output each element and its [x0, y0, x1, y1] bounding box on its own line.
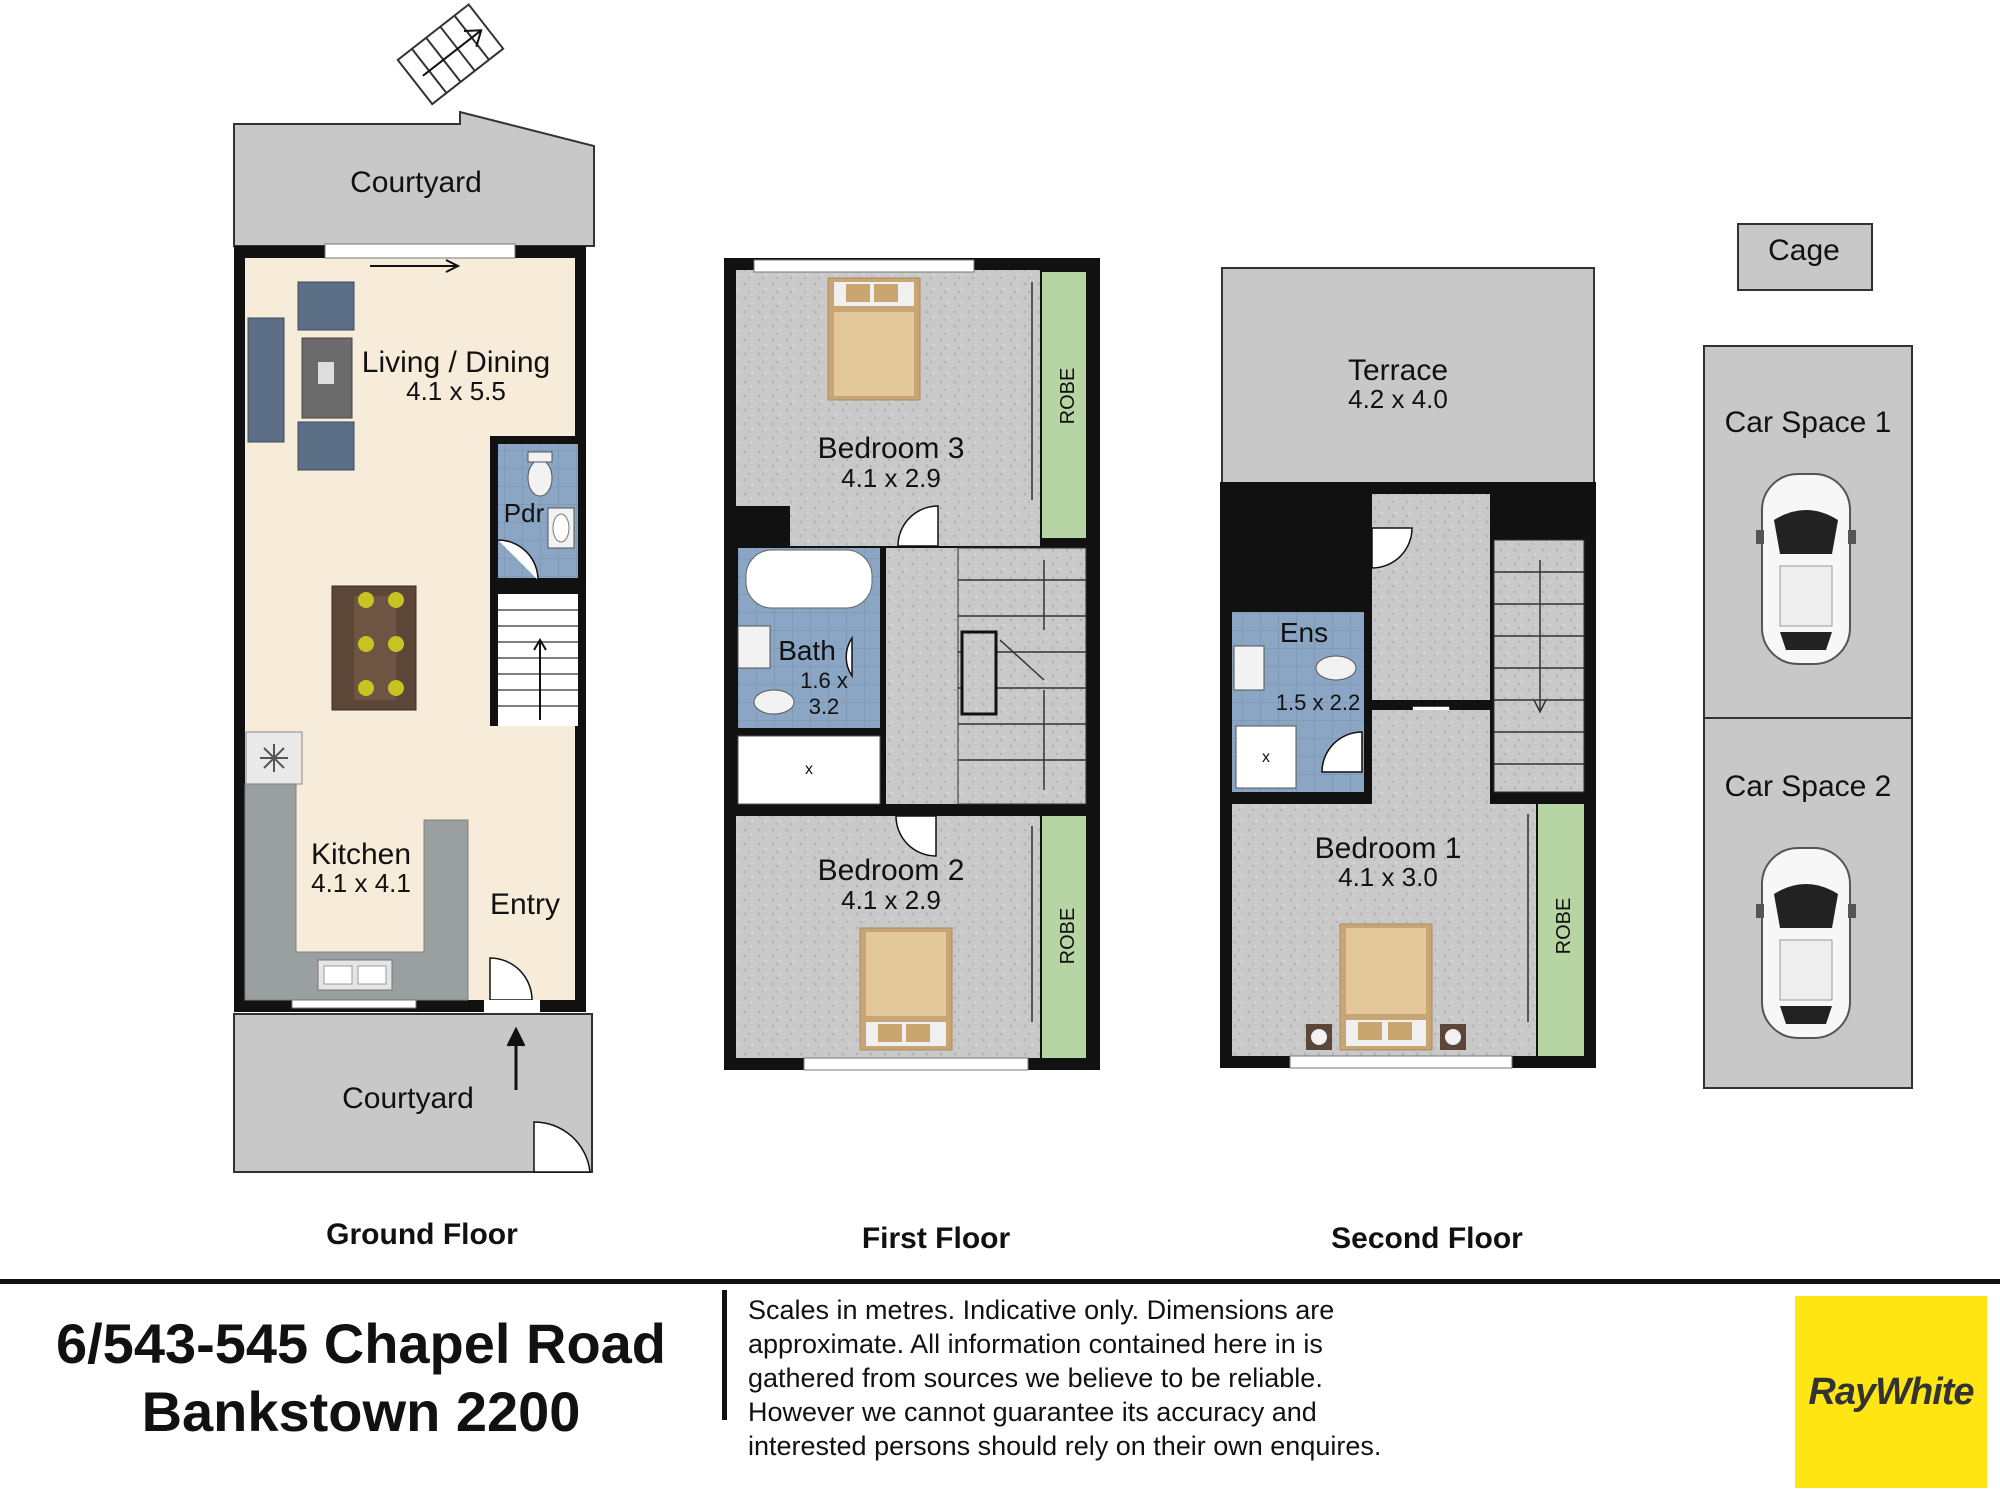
courtyard-bottom-label: Courtyard [342, 1082, 474, 1115]
kitchen-dims: 4.1 x 4.1 [311, 868, 411, 898]
bath-dims-2: 3.2 [809, 694, 840, 719]
robe-second-label: ROBE [1553, 898, 1575, 955]
bathtub-icon [745, 549, 873, 609]
armchair-icon [297, 421, 355, 471]
property-address: 6/543-545 Chapel Road Bankstown 2200 [0, 1310, 722, 1446]
bedroom-2-window [803, 1057, 1029, 1071]
entry-door [489, 957, 533, 1001]
car-icon [1756, 847, 1856, 1039]
bedroom-3-door [897, 505, 939, 547]
ens-shower-mark: x [1262, 749, 1270, 766]
footer-separator [722, 1290, 727, 1420]
bedroom-1-dims: 4.1 x 3.0 [1338, 862, 1438, 892]
bath-shower-mark: x [805, 761, 813, 778]
address-line-1: 6/543-545 Chapel Road [55, 1312, 667, 1375]
disclaimer-text: Scales in metres. Indicative only. Dimen… [748, 1295, 1382, 1461]
car-space-2-label: Car Space 2 [1725, 770, 1892, 803]
cage-box [1737, 223, 1873, 291]
parking: Cage Car Space 1 Car Space 2 [1703, 223, 1913, 1089]
ground-floor-title: Ground Floor [326, 1218, 518, 1251]
shower-area [737, 735, 881, 805]
address-line-2: Bankstown 2200 [141, 1380, 581, 1443]
terrace-dims: 4.2 x 4.0 [1348, 384, 1448, 414]
bedroom-1-window [1289, 1055, 1513, 1069]
bath-dims-1: 1.6 x [800, 668, 848, 693]
first-floor: x Bedroom 3 4.1 x 2.9 ROBE Bath 1.6 x 3.… [724, 258, 1100, 1255]
toilet-icon [527, 459, 553, 497]
robe-bottom [1042, 816, 1086, 1058]
sofa-icon [247, 317, 285, 443]
toilet-icon [1315, 655, 1357, 681]
entry-label: Entry [490, 888, 560, 921]
living-dining-label: Living / Dining [362, 346, 550, 379]
second-floor: x Terrace 4.2 x 4.0 Ens 1.5 x 2.2 Bedroo… [1220, 267, 1596, 1255]
bedroom-2-label: Bedroom 2 [818, 854, 965, 887]
pdr-label: Pdr [504, 498, 545, 528]
ensuite-shower [1235, 725, 1297, 789]
robe-bottom-label: ROBE [1057, 908, 1079, 965]
plate-icon [358, 592, 374, 608]
bedroom-1-label: Bedroom 1 [1315, 832, 1462, 865]
bedroom-3-dims: 4.1 x 2.9 [841, 463, 941, 493]
second-floor-stairs [1493, 539, 1585, 793]
gate-icon [533, 1121, 591, 1173]
robe-second [1538, 804, 1584, 1056]
toilet-icon [753, 689, 795, 715]
living-dining-dims: 4.1 x 5.5 [406, 376, 506, 406]
second-floor-title: Second Floor [1331, 1222, 1523, 1255]
basin-icon [737, 625, 771, 669]
car-icon [1756, 473, 1856, 665]
cage-label: Cage [1768, 234, 1840, 267]
landing-floor [1372, 494, 1490, 700]
external-stairs [396, 3, 505, 106]
robe-top [1042, 272, 1086, 538]
ground-floor: Courtyard Living / Dining 4.1 x 5.5 Pdr … [233, 3, 595, 1251]
ens-label: Ens [1280, 617, 1328, 648]
terrace-label: Terrace [1348, 354, 1448, 387]
armchair-icon [297, 281, 355, 331]
bedroom-3-label: Bedroom 3 [818, 432, 965, 465]
bath-label: Bath [778, 635, 836, 666]
courtyard-top-label: Courtyard [350, 166, 482, 199]
bedroom-3-window [753, 259, 975, 273]
kitchen-label: Kitchen [311, 838, 411, 871]
bedroom-2-dims: 4.1 x 2.9 [841, 885, 941, 915]
basin-icon [1233, 645, 1265, 691]
kitchen-window [291, 999, 417, 1009]
first-floor-title: First Floor [862, 1222, 1011, 1255]
car-space-1-label: Car Space 1 [1725, 406, 1892, 439]
ensuite-door [1321, 731, 1363, 773]
robe-top-label: ROBE [1057, 368, 1079, 425]
terrace-door [1371, 527, 1413, 569]
bedroom-2-door [895, 815, 937, 857]
raywhite-logo: RayWhite [1795, 1296, 1987, 1488]
footer-divider [0, 1279, 2000, 1284]
courtyard-bottom-area [233, 1013, 593, 1173]
logo-text: RayWhite [1808, 1370, 1974, 1413]
ens-dims: 1.5 x 2.2 [1276, 690, 1360, 715]
sliding-door [324, 243, 516, 259]
